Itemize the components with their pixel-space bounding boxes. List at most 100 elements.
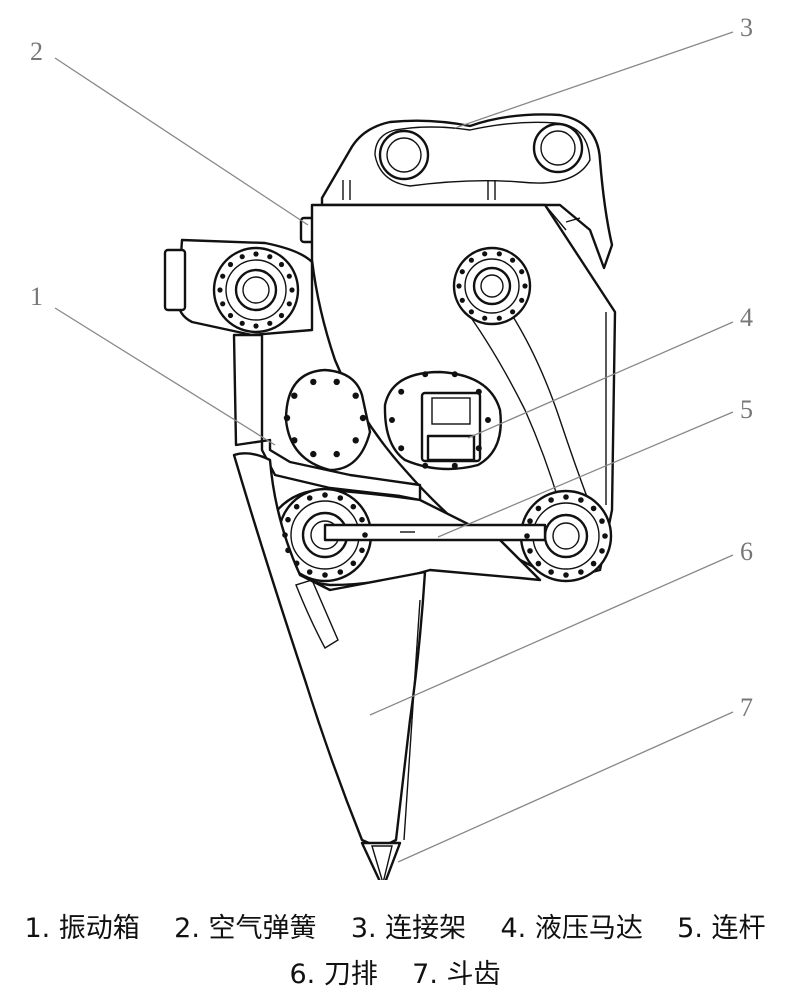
bolt-hole <box>285 547 291 554</box>
pivot-bearing-upper-left <box>212 246 300 334</box>
bolt-hole <box>451 371 458 378</box>
bolt-hole <box>496 251 502 257</box>
bolt-hole <box>362 532 368 538</box>
bolt-hole <box>333 378 340 386</box>
bolt-hole <box>337 569 344 575</box>
bolt-hole <box>389 417 395 423</box>
bolt-hole <box>548 569 554 575</box>
shank <box>232 452 427 850</box>
bolt-hole <box>509 309 516 315</box>
bolt-hole <box>522 283 528 289</box>
bolt-hole <box>475 445 482 452</box>
pivot-bearing-lower-right <box>519 489 613 583</box>
bolt-hole <box>310 378 317 386</box>
bolt-hole <box>239 320 245 326</box>
bolt-hole <box>352 392 359 399</box>
bolt-hole <box>398 445 405 452</box>
bolt-hole <box>451 462 458 469</box>
bolt-hole <box>590 505 597 512</box>
ripper-assembly-drawing: 1 2 3 4 5 6 7 <box>30 13 753 880</box>
leader-6 <box>369 554 734 716</box>
bolt-hole <box>599 518 605 524</box>
bolt-ring <box>217 251 295 329</box>
bolt-hole <box>220 301 226 307</box>
bolt-hole <box>509 257 516 263</box>
bolt-hole <box>578 569 584 575</box>
bolt-hole <box>475 388 482 395</box>
bucket-tooth <box>360 841 402 880</box>
figure-caption: 1. 振动箱 2. 空气弹簧 3. 连接架 4. 液压马达 5. 连杆 6. 刀… <box>0 906 790 998</box>
bolt-hole <box>293 560 300 567</box>
bolt-hole <box>291 437 298 444</box>
callout-6: 6 <box>740 537 753 566</box>
leader-5 <box>437 411 734 538</box>
bolt-hole <box>459 269 465 275</box>
leader-3 <box>454 31 734 129</box>
bolt-hole <box>267 254 273 260</box>
callout-1: 1 <box>30 282 43 311</box>
bolt-hole <box>519 297 525 303</box>
bolt-hole <box>220 273 226 279</box>
connecting-rod <box>323 523 547 542</box>
caption-line-1: 1. 振动箱 2. 空气弹簧 3. 连接架 4. 液压马达 5. 连杆 <box>24 913 766 944</box>
leader-lines <box>54 31 734 863</box>
bolt-hole <box>306 569 313 575</box>
bolt-hole <box>496 315 502 321</box>
pivot-bearing-upper-right <box>452 246 532 326</box>
bolt-hole <box>322 572 328 578</box>
bolt-hole <box>590 560 597 567</box>
bolt-hole <box>398 388 405 395</box>
bolt-hole <box>350 503 357 510</box>
leader-1 <box>54 307 276 446</box>
bolt-hole <box>283 414 291 422</box>
bolt-hole <box>350 560 357 567</box>
bolt-hole <box>482 251 488 257</box>
bolt-hole <box>548 497 554 503</box>
bolt-hole <box>227 261 234 268</box>
bolt-hole <box>578 497 584 503</box>
callout-5: 5 <box>740 395 753 424</box>
bolt-ring <box>389 371 491 469</box>
bolt-hole <box>306 495 313 501</box>
bolt-hole <box>333 450 340 458</box>
bolt-hole <box>563 572 569 578</box>
callout-3: 3 <box>740 13 753 42</box>
bolt-hole <box>456 283 462 289</box>
bolt-hole <box>468 309 474 315</box>
leader-7 <box>397 711 734 863</box>
bolt-hole <box>359 547 365 554</box>
bolt-ring <box>283 378 367 458</box>
bolt-hole <box>322 492 328 498</box>
bolt-hole <box>337 495 344 501</box>
bolt-hole <box>482 315 488 321</box>
bolt-hole <box>519 269 525 275</box>
leader-4 <box>467 321 734 439</box>
bolt-hole <box>310 450 317 458</box>
bolt-hole <box>359 516 365 523</box>
bolt-hole <box>286 273 292 279</box>
hydraulic-motor <box>383 370 502 471</box>
caption-line-2: 6. 刀排 7. 斗齿 <box>289 959 501 990</box>
bolt-hole <box>527 518 533 524</box>
bolt-hole <box>599 548 605 554</box>
bolt-hole <box>527 548 533 554</box>
bolt-hole <box>291 392 298 399</box>
bolt-hole <box>239 254 245 260</box>
bolt-hole <box>267 320 273 326</box>
bolt-hole <box>253 251 259 257</box>
bolt-hole <box>285 516 291 523</box>
bolt-hole <box>602 533 608 539</box>
bolt-hole <box>485 417 491 423</box>
bolt-hole <box>459 297 465 303</box>
bolt-hole <box>359 414 367 422</box>
bolt-hole <box>563 494 569 500</box>
leader-2 <box>54 57 309 226</box>
bolt-hole <box>253 323 259 329</box>
bolt-hole <box>535 505 542 512</box>
bolt-hole <box>422 462 429 469</box>
bolt-hole <box>352 437 359 444</box>
bolt-hole <box>217 287 223 293</box>
eccentric-disc <box>284 368 372 472</box>
bolt-ring <box>524 494 608 578</box>
callout-2: 2 <box>30 37 43 66</box>
